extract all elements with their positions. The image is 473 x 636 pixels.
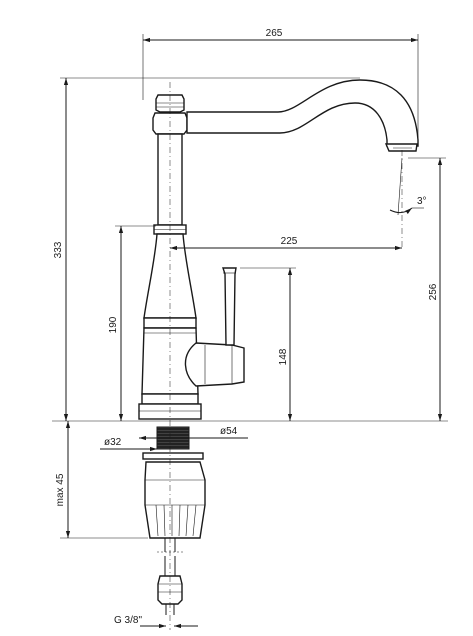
- angle-line: [397, 157, 403, 216]
- dimension-label-190: 190: [108, 316, 119, 333]
- angle-arc: [389, 207, 413, 215]
- angle-label: 3°: [417, 196, 427, 207]
- lever-handle: [222, 267, 237, 346]
- faucet-body: [138, 79, 419, 420]
- dimension-label-dia32: ø32: [104, 437, 122, 448]
- dimension-label-256: 256: [428, 283, 439, 300]
- dimension-label-333: 333: [53, 241, 64, 258]
- mounting-nut: [144, 461, 206, 539]
- dimension-label-dia54: ø54: [220, 426, 238, 437]
- dimension-label-148: 148: [278, 348, 289, 365]
- dimension-label-thread: G 3/8": [114, 615, 142, 626]
- dimension-label-225: 225: [281, 236, 298, 247]
- dimension-label-265: 265: [266, 28, 283, 39]
- spout: [186, 79, 419, 147]
- washer: [142, 452, 204, 460]
- dimension-label-max45: max 45: [55, 473, 66, 506]
- top-cap: [155, 94, 185, 113]
- mounting-assembly: [142, 426, 206, 615]
- centre-lines: [169, 82, 403, 630]
- aerator: [384, 143, 418, 152]
- lever-hub: [184, 342, 245, 387]
